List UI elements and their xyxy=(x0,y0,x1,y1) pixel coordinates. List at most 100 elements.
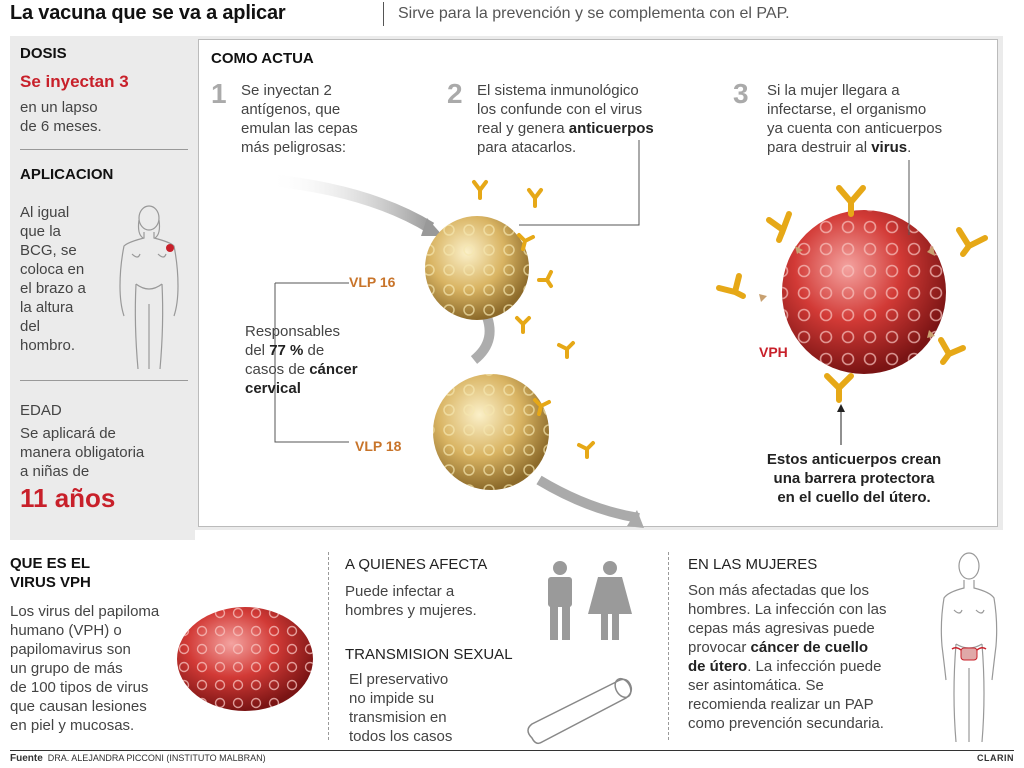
utero-emphasis: de útero xyxy=(688,658,748,675)
mujeres-line: recomienda realizar un PAP xyxy=(688,696,874,713)
vlp16-label: VLP 16 xyxy=(349,274,396,290)
antibody-icon xyxy=(716,273,746,299)
step-3-line: para destruir al virus. xyxy=(767,138,942,157)
step-3-number: 3 xyxy=(733,78,749,109)
afecta-line: Puede infectar a xyxy=(345,583,455,600)
dosis-highlight: Se inyectan 3 xyxy=(20,72,129,91)
antibody-icon xyxy=(824,373,854,403)
mujeres-line: Son más afectadas que los xyxy=(688,582,869,599)
antibody-icon xyxy=(577,441,595,459)
woman-anatomy-icon xyxy=(940,552,998,743)
step-2-line: El sistema inmunológico xyxy=(477,82,639,99)
que-es-line: de 100 tipos de virus xyxy=(10,679,149,696)
step-3-text-part: para destruir al xyxy=(767,139,872,156)
afecta-line: hombres y mujeres. xyxy=(345,602,477,619)
divider xyxy=(20,149,188,150)
afecta-section: A QUIENES AFECTA Puede infectar a hombre… xyxy=(345,548,655,746)
cancer-cuello-emphasis: cáncer de cuello xyxy=(750,639,869,656)
transmision-line: transmision en xyxy=(349,709,447,726)
transmision-line: El preservativo xyxy=(349,671,449,688)
vlp16-texture xyxy=(425,216,529,320)
cervical-emphasis: cervical xyxy=(245,380,301,397)
que-es-line: que causan lesiones xyxy=(10,698,147,715)
mujeres-line: hombres. La infección con las xyxy=(688,601,887,618)
label-connector xyxy=(274,283,349,443)
step-3-line: Si la mujer llegara a xyxy=(767,82,900,99)
section-divider xyxy=(328,552,329,740)
mujeres-text-part: . La infección puede xyxy=(747,658,882,675)
responsables-text-part: del xyxy=(245,342,270,359)
como-actua-heading: COMO ACTUA xyxy=(211,50,314,67)
vph-antibodies-group xyxy=(716,185,988,403)
antibody-icon xyxy=(836,185,866,217)
section-divider xyxy=(668,552,669,740)
page-subtitle: Sirve para la prevención y se complement… xyxy=(398,5,790,22)
vlp18-label: VLP 18 xyxy=(355,438,402,454)
vlp18-texture xyxy=(433,374,549,490)
barrier-line: una barrera protectora xyxy=(773,470,935,487)
source-text: DRA. ALEJANDRA PICCONI (INSTITUTO MALBRA… xyxy=(47,753,266,763)
aplicacion-line: BCG, se xyxy=(20,242,77,259)
barrier-line: Estos anticuerpos crean xyxy=(766,451,942,468)
woman-figure-icon xyxy=(119,205,179,370)
aplicacion-line: que la xyxy=(20,223,61,240)
edad-line-1: Se aplicará de xyxy=(20,425,116,442)
vph-virus-small-icon xyxy=(177,607,313,711)
que-es-line: papilomavirus son xyxy=(10,641,131,658)
aplicacion-line: coloca en xyxy=(20,261,85,278)
mujeres-line: de útero. La infección puede xyxy=(688,657,886,676)
footer: Fuente DRA. ALEJANDRA PICCONI (INSTITUTO… xyxy=(10,750,1014,766)
step-2-text-part: real y genera xyxy=(477,120,569,137)
condom-icon xyxy=(527,677,633,745)
responsables-text: Responsables del 77 % de casos de cáncer… xyxy=(245,322,358,398)
barrier-pointer-head xyxy=(837,404,845,412)
transmision-text: El preservativo no impide su transmision… xyxy=(349,670,452,746)
aplicacion-line: Al igual xyxy=(20,204,70,221)
aplicacion-heading: APLICACION xyxy=(20,166,114,183)
edad-highlight: 11 años xyxy=(20,483,116,513)
step-1-line: Se inyectan 2 xyxy=(241,82,332,99)
aplicacion-line: hombro. xyxy=(20,337,76,354)
flow-arrow-head xyxy=(627,510,644,528)
mujeres-line: como prevención secundaria. xyxy=(688,715,884,732)
que-es-heading: QUE ES EL VIRUS VPH xyxy=(10,554,91,592)
antibodies-group xyxy=(472,180,595,459)
step-1-line: más peligrosas: xyxy=(241,139,347,156)
edad-line-3: a niñas de xyxy=(20,463,90,480)
que-es-line: humano (VPH) o xyxy=(10,622,122,639)
left-info-panel: DOSIS Se inyectan 3 en un lapso de 6 mes… xyxy=(10,36,195,540)
barrier-line: en el cuello del útero. xyxy=(777,489,931,506)
mujeres-section: EN LAS MUJERES Son más afectadas que los… xyxy=(688,548,1014,746)
vaccine-mechanism-illustration xyxy=(268,140,988,528)
mujeres-heading: EN LAS MUJERES xyxy=(688,556,818,573)
step-1-number: 1 xyxy=(211,78,227,109)
step-3-text-part: . xyxy=(907,139,912,156)
cancer-emphasis: cáncer xyxy=(309,361,358,378)
header: La vacuna que se va a aplicar Sirve para… xyxy=(0,0,1024,34)
afecta-heading: A QUIENES AFECTA xyxy=(345,556,488,573)
transmision-line: todos los casos xyxy=(349,728,453,745)
step-3-line: infectarse, el organismo xyxy=(767,101,927,118)
man-woman-icon xyxy=(548,561,632,640)
antibody-icon xyxy=(517,233,535,251)
step-1-line: antígenos, que xyxy=(241,101,341,118)
step-3-text: Si la mujer llegara a infectarse, el org… xyxy=(767,81,942,157)
que-es-line: Los virus del papiloma xyxy=(10,603,160,620)
barrier-caption: Estos anticuerpos crean una barrera prot… xyxy=(739,450,969,507)
antibody-icon xyxy=(766,211,792,243)
que-es-line: un grupo de más xyxy=(10,660,123,677)
small-arrows xyxy=(759,246,935,338)
que-es-section: QUE ES EL VIRUS VPH Los virus del papilo… xyxy=(10,548,320,746)
dosis-line-1: en un lapso xyxy=(20,99,98,116)
flow-arrow xyxy=(268,174,435,234)
flow-arrow xyxy=(536,475,640,523)
transmision-heading: TRANSMISION SEXUAL xyxy=(345,646,513,663)
vph-texture xyxy=(782,210,946,374)
aplicacion-line: el brazo a xyxy=(20,280,86,297)
page-title: La vacuna que se va a aplicar xyxy=(10,2,286,24)
dosis-heading: DOSIS xyxy=(20,45,67,62)
step-3-line: ya cuenta con anticuerpos xyxy=(767,120,943,137)
source-credit: Fuente DRA. ALEJANDRA PICCONI (INSTITUTO… xyxy=(10,753,266,764)
antibody-icon xyxy=(472,180,488,200)
mujeres-text: Son más afectadas que los hombres. La in… xyxy=(688,581,886,733)
